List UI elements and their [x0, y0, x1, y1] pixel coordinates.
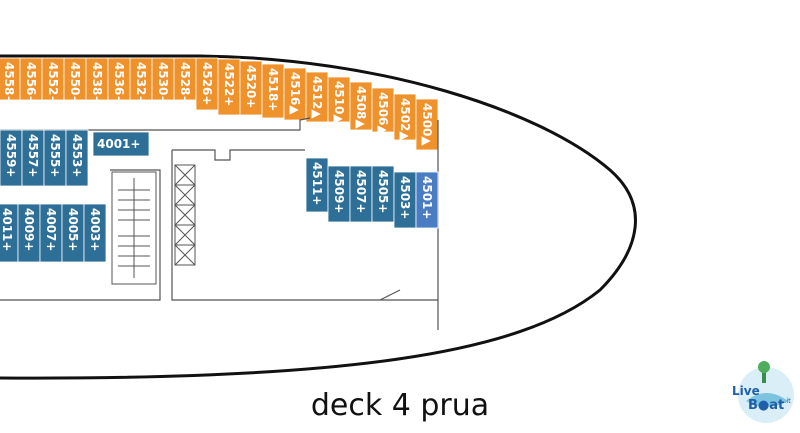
cabin-4011[interactable]: 4011+ — [0, 203, 19, 263]
cabin-4009[interactable]: 4009+ — [17, 203, 41, 263]
cabin-number: 4532+ — [134, 62, 148, 105]
cabin-4500[interactable]: 4500▲ — [415, 98, 439, 151]
cabin-number: 4520+ — [244, 65, 258, 108]
cabin-number: 4509+ — [332, 170, 346, 213]
cabin-4003[interactable]: 4003+ — [83, 203, 107, 263]
cabin-number: 4559+ — [4, 134, 18, 177]
cabin-4503[interactable]: 4503+ — [393, 171, 417, 229]
cabin-number: 4516▲ — [288, 72, 302, 115]
stairs — [111, 171, 157, 285]
cabin-4007[interactable]: 4007+ — [39, 203, 63, 263]
cabin-4511[interactable]: 4511+ — [305, 157, 329, 213]
blue-cabin-group-bottom: 4011+ 4009+ 4007+ 4005+ 4003+ — [0, 203, 107, 263]
blue-cabin-group-top: 4559+ 4557+ 4555+ 4553+ 4001+ — [0, 129, 150, 187]
cabin-4505[interactable]: 4505+ — [371, 165, 395, 223]
cabin-number: 4518+ — [266, 68, 280, 111]
cabin-number: 4528+ — [178, 62, 192, 105]
deck-title: deck 4 prua — [310, 388, 490, 423]
liveboat-logo: Live B●at .it — [732, 361, 794, 423]
cabin-number: 4555+ — [48, 134, 62, 177]
blue-cabin-group-forward: 4511+ 4509+ 4507+ 4505+ 4503+ 4501+ — [305, 157, 439, 229]
svg-text:.it: .it — [784, 397, 791, 405]
cabin-4532[interactable]: 4532+ — [129, 57, 153, 105]
hull-outline — [0, 54, 637, 380]
cabin-number: 4005+ — [66, 208, 80, 251]
cabin-number: 4506▲ — [376, 92, 390, 135]
cabin-4516[interactable]: 4516▲ — [283, 67, 307, 121]
cabin-4530[interactable]: 4530+ — [151, 57, 175, 105]
cabin-number: 4508▲ — [354, 86, 368, 129]
cabin-number: 4536+ — [112, 62, 126, 105]
cabin-4559[interactable]: 4559+ — [0, 129, 23, 187]
svg-text:Live: Live — [732, 384, 760, 398]
cabin-number: 4500▲ — [420, 103, 434, 146]
cabin-number: 4505+ — [376, 170, 390, 213]
cabin-4509[interactable]: 4509+ — [327, 165, 351, 223]
cabin-number: 4502▲ — [398, 98, 412, 141]
cabin-4555[interactable]: 4555+ — [43, 129, 67, 187]
cabin-number: 4512▲ — [310, 76, 324, 119]
cabin-4508[interactable]: 4508▲ — [349, 81, 373, 131]
cabin-number: 4503+ — [398, 176, 412, 219]
cabin-4550[interactable]: 4550+ — [63, 57, 87, 105]
cabin-4520[interactable]: 4520+ — [239, 60, 263, 116]
cabin-4556[interactable]: 4556+ — [19, 57, 43, 105]
cabin-4005[interactable]: 4005+ — [61, 203, 85, 263]
svg-text:B●at: B●at — [748, 398, 784, 413]
cabin-4528[interactable]: 4528+ — [173, 57, 197, 105]
cabin-number: 4553+ — [70, 134, 84, 177]
orange-cabin-row: 4558+ 4556+ 4552+ 4550+ 4538+ 4536+ 4532+ 4530+… — [0, 57, 439, 151]
cabin-4512[interactable]: 4512▲ — [305, 71, 329, 123]
cabin-4536[interactable]: 4536+ — [107, 57, 131, 105]
cabin-4001[interactable]: 4001+ — [92, 131, 150, 157]
cabin-number: 4507+ — [354, 170, 368, 213]
cabin-number: 4511+ — [310, 162, 324, 205]
cabin-4522[interactable]: 4522+ — [217, 58, 241, 116]
cabin-4507[interactable]: 4507+ — [349, 165, 373, 223]
cabin-4510[interactable]: 4510▲ — [327, 76, 351, 124]
cabin-number: 4530+ — [156, 62, 170, 105]
cabin-4501[interactable]: 4501+ — [415, 171, 439, 229]
cabin-number: 4001+ — [97, 137, 140, 151]
elevator-shaft — [174, 164, 196, 266]
cabin-number: 4003+ — [88, 208, 102, 251]
cabin-4526[interactable]: 4526+ — [195, 57, 219, 111]
cabin-number: 4552+ — [46, 62, 60, 105]
cabin-4552[interactable]: 4552+ — [41, 57, 65, 105]
cabin-4518[interactable]: 4518+ — [261, 63, 285, 119]
cabin-number: 4557+ — [26, 134, 40, 177]
cabin-number: 4538+ — [90, 62, 104, 105]
cabin-number: 4501+ — [420, 176, 434, 219]
cabin-4538[interactable]: 4538+ — [85, 57, 109, 105]
cabin-4506[interactable]: 4506▲ — [371, 87, 395, 135]
cabin-number: 4558+ — [2, 62, 16, 105]
cabin-number: 4550+ — [68, 62, 82, 105]
cabin-4502[interactable]: 4502▲ — [393, 93, 417, 141]
cabin-number: 4556+ — [24, 62, 38, 105]
cabin-number: 4011+ — [0, 208, 14, 251]
cabin-number: 4009+ — [22, 208, 36, 251]
cabin-number: 4526+ — [200, 62, 214, 105]
cabin-number: 4522+ — [222, 63, 236, 106]
cabin-4553[interactable]: 4553+ — [65, 129, 89, 187]
cabin-4557[interactable]: 4557+ — [21, 129, 45, 187]
cabin-4558[interactable]: 4558+ — [0, 57, 21, 105]
cabin-number: 4510▲ — [332, 81, 346, 124]
cabin-number: 4007+ — [44, 208, 58, 251]
